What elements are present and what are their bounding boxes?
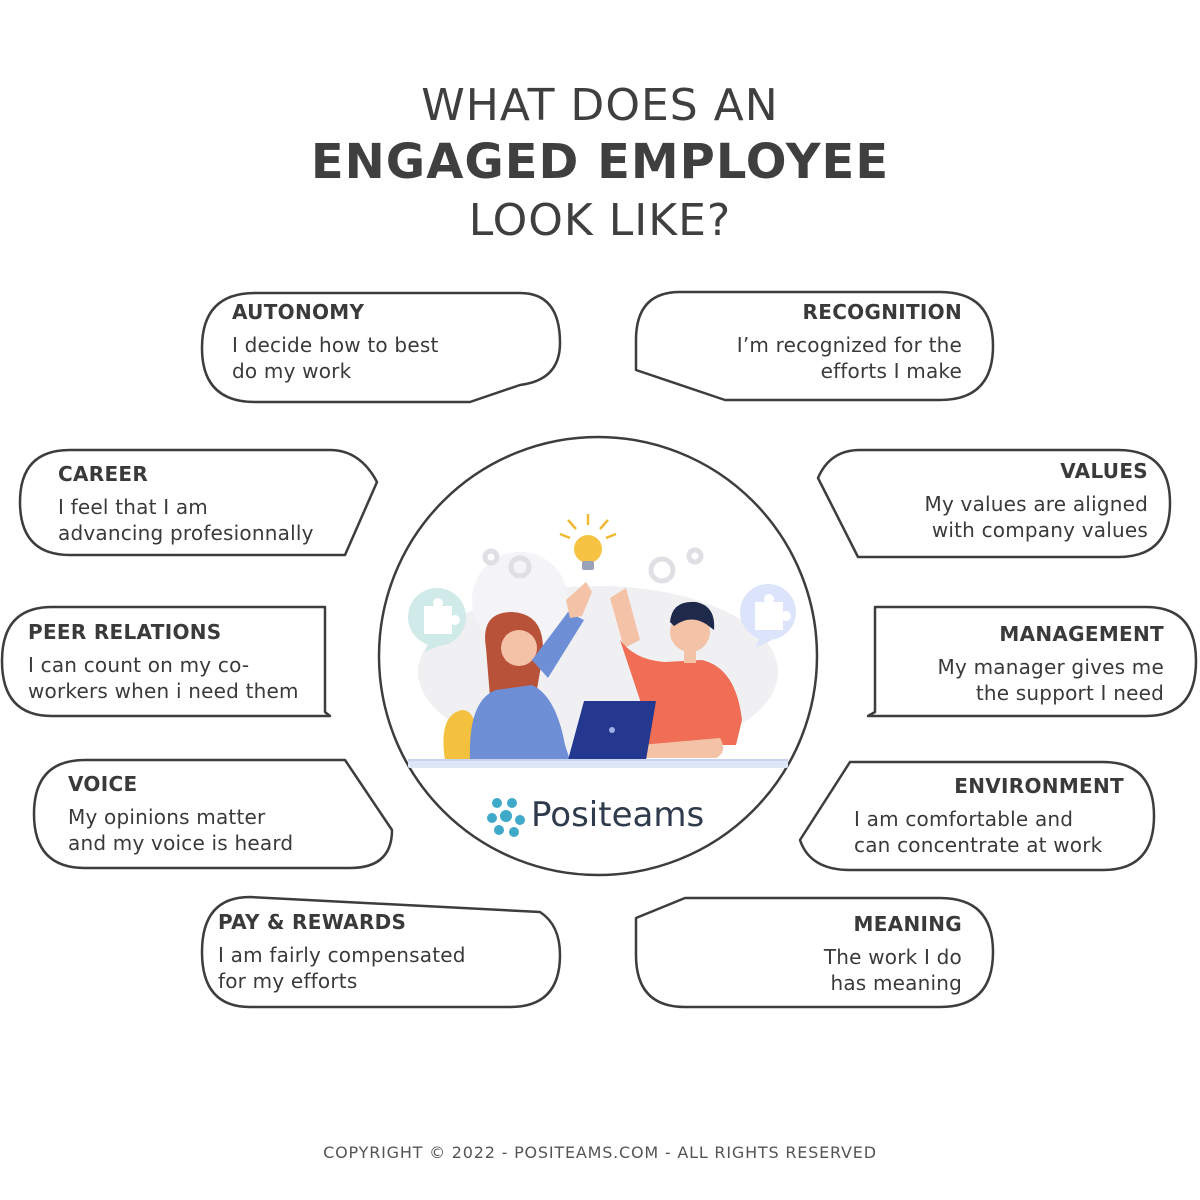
- lightbulb-icon: [559, 514, 617, 570]
- bubble-environment: [798, 760, 1156, 872]
- card-title: ENVIRONMENT: [954, 774, 1124, 798]
- gear-icon: [686, 547, 704, 565]
- card-body-line: I’m recognized for the: [736, 333, 962, 357]
- card-body-line: I feel that I am: [58, 495, 208, 519]
- card-title: MANAGEMENT: [999, 622, 1164, 646]
- bubble-autonomy: [200, 291, 562, 404]
- bubble-voice: [32, 758, 394, 870]
- bubble-management: [866, 605, 1198, 718]
- card-body-line: workers when i need them: [28, 679, 299, 703]
- gear-icon: [508, 555, 532, 579]
- card-body-line: with company values: [931, 518, 1148, 542]
- card-body-line: I can count on my co-: [28, 653, 250, 677]
- bubble-pay: [200, 895, 562, 1009]
- woman-figure: [469, 582, 592, 760]
- card-body-line: I am fairly compensated: [218, 943, 466, 967]
- card-title: PAY & REWARDS: [218, 910, 407, 934]
- positeams-logo-icon: [487, 798, 525, 837]
- gear-icon: [648, 556, 676, 584]
- man-figure: [610, 588, 742, 758]
- card-body-line: advancing profesionnally: [58, 521, 314, 545]
- puzzle-icon: [740, 584, 796, 648]
- gear-icon: [482, 548, 500, 566]
- positeams-logo-text: Positeams: [531, 795, 705, 835]
- illustration: [408, 514, 796, 837]
- card-title: VOICE: [68, 772, 138, 796]
- card-title: PEER RELATIONS: [28, 620, 222, 644]
- bubble-peer: [0, 605, 332, 718]
- card-body-line: efforts I make: [820, 359, 962, 383]
- card-body-line: I decide how to best: [232, 333, 439, 357]
- bubble-career: [18, 448, 379, 557]
- card-title: CAREER: [58, 462, 149, 486]
- desk: [408, 760, 788, 768]
- card-body-line: do my work: [232, 359, 352, 383]
- copyright-footer: COPYRIGHT © 2022 - POSITEAMS.COM - ALL R…: [323, 1143, 877, 1162]
- card-body-line: can concentrate at work: [854, 833, 1103, 857]
- card-body-line: My manager gives me: [937, 655, 1164, 679]
- card-body-line: has meaning: [830, 971, 962, 995]
- bubble-recognition: [634, 290, 995, 402]
- card-title: MEANING: [853, 912, 962, 936]
- card-title: VALUES: [1060, 459, 1148, 483]
- center-circle: [377, 435, 819, 877]
- card-peer-relations: PEER RELATIONS I can count on my co-work…: [28, 620, 324, 704]
- bubble-values: [816, 448, 1172, 559]
- card-body-line: for my efforts: [218, 969, 358, 993]
- card-body-line: My opinions matter: [68, 805, 266, 829]
- title-line-1: WHAT DOES AN: [421, 80, 779, 131]
- card-body-line: I am comfortable and: [854, 807, 1074, 831]
- card-body-line: My values are aligned: [924, 492, 1148, 516]
- card-title: RECOGNITION: [802, 300, 962, 324]
- puzzle-icon: [408, 588, 466, 652]
- card-body-line: the support I need: [975, 681, 1164, 705]
- card-body-line: and my voice is heard: [68, 831, 294, 855]
- card-title: AUTONOMY: [232, 300, 365, 324]
- title-line-3: LOOK LIKE?: [468, 195, 732, 246]
- card-body-line: The work I do: [823, 945, 962, 969]
- bubble-meaning: [634, 896, 995, 1009]
- title-line-2: ENGAGED EMPLOYEE: [310, 134, 890, 190]
